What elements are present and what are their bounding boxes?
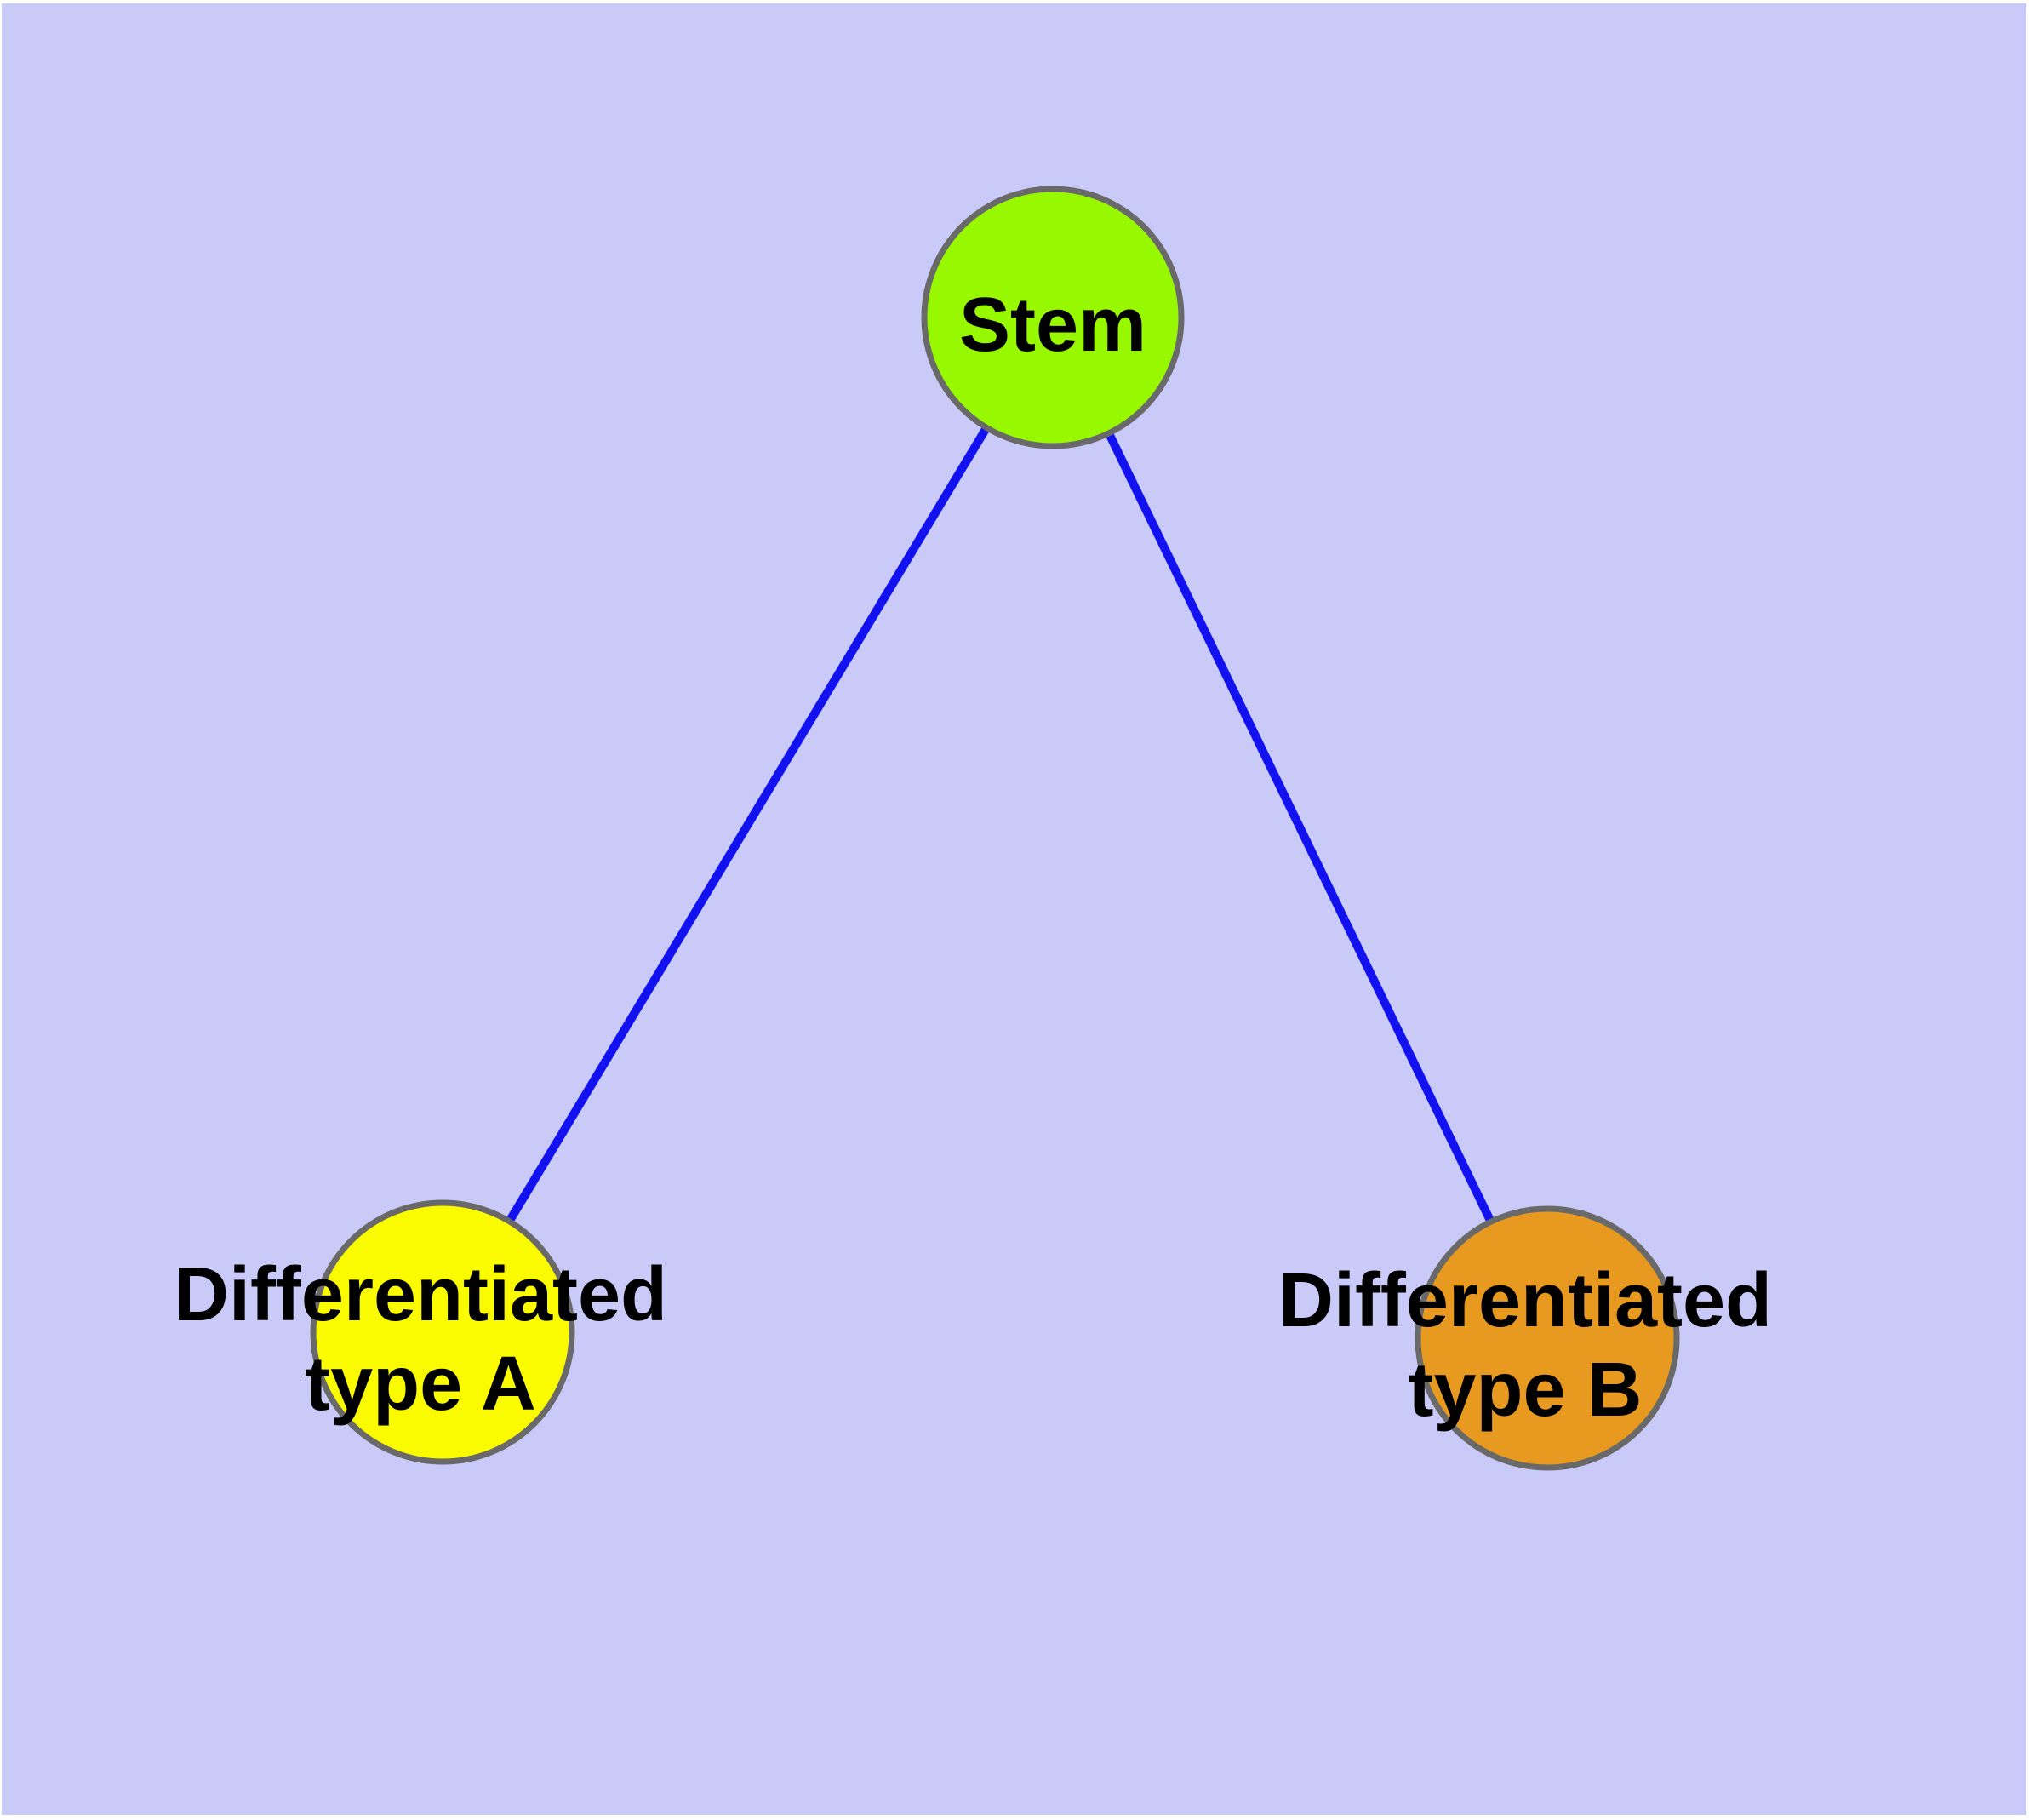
type-b-node-label-line1: Differentiated	[1278, 1258, 1772, 1343]
node-differentiated-type-b: Differentiated type B	[1278, 1205, 1772, 1471]
edge-stem-to-type-a	[438, 315, 1057, 1335]
node-differentiated-type-a: Differentiated type A	[174, 1199, 667, 1465]
stem-node-label: Stem	[959, 283, 1146, 368]
type-b-node-label-line2: type B	[1408, 1348, 1642, 1433]
type-a-node-label-line1: Differentiated	[174, 1252, 667, 1337]
type-a-node-label-line2: type A	[305, 1342, 536, 1427]
edge-group	[438, 315, 1552, 1341]
node-stem: Stem	[921, 186, 1185, 449]
edge-stem-to-type-b	[1049, 315, 1552, 1341]
stem-node-circle	[921, 186, 1185, 449]
type-a-node-circle	[310, 1199, 575, 1465]
type-b-node-circle	[1415, 1205, 1680, 1471]
